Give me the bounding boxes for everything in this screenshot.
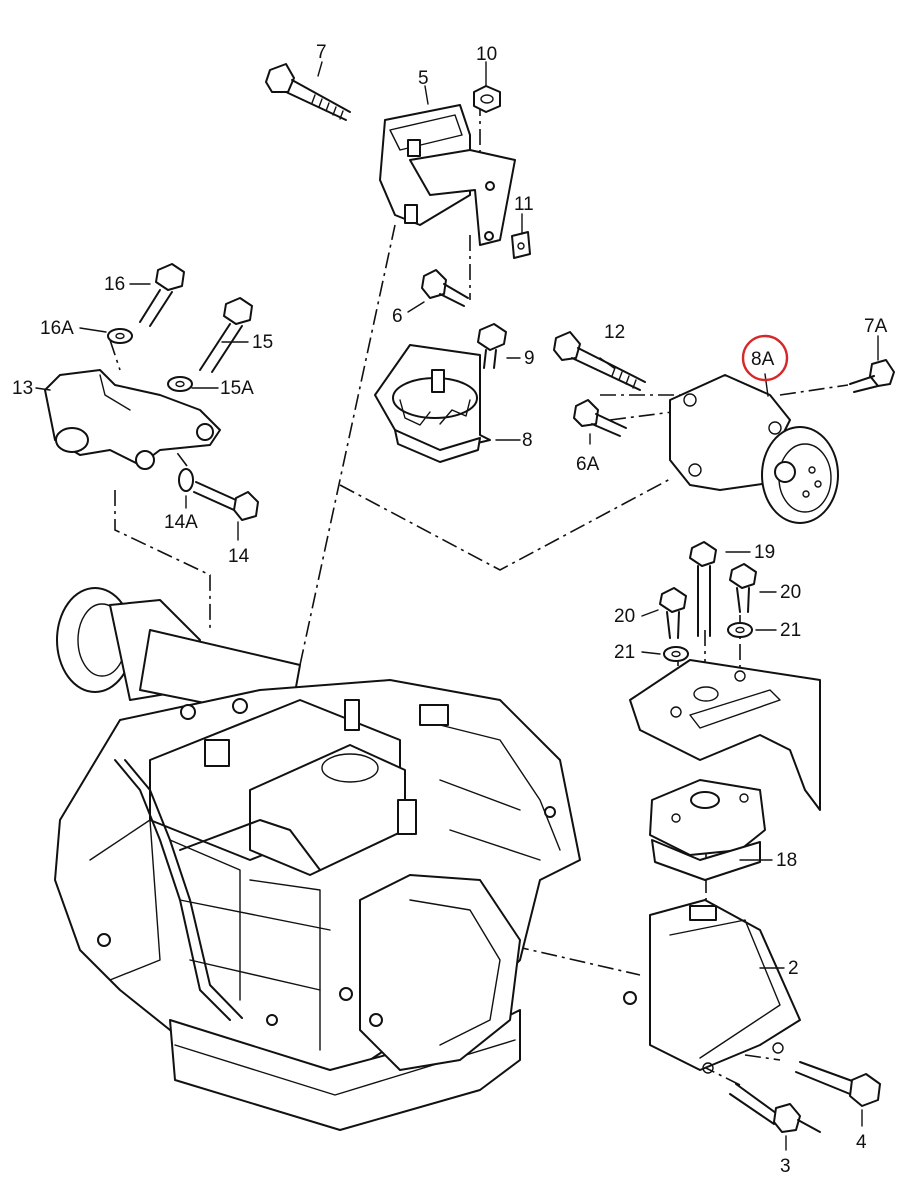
label-2: 2 — [788, 958, 799, 979]
lower-mount-bracket — [629, 659, 821, 811]
label-6: 6 — [392, 306, 403, 327]
label-19: 19 — [754, 542, 775, 563]
part-8a-side-mount — [669, 374, 839, 524]
part-3-bolt — [729, 1083, 821, 1133]
part-12-bolt — [553, 331, 646, 391]
label-21-right: 21 — [780, 620, 801, 641]
transmission-housing — [54, 587, 581, 1131]
label-8: 8 — [522, 430, 533, 451]
label-14: 14 — [228, 546, 250, 567]
label-16a: 16A — [40, 318, 74, 339]
label-20-left: 20 — [614, 606, 635, 627]
part-11-plate — [511, 231, 531, 259]
leader-lines — [35, 61, 879, 1151]
part-5-upper-bracket — [379, 104, 516, 246]
label-7a: 7A — [864, 316, 888, 337]
part-15a-washer — [167, 376, 193, 392]
part-9-bolt — [477, 323, 507, 369]
part-21-washer-right — [727, 622, 753, 638]
part-20-bolt-left — [659, 587, 687, 639]
label-14a: 14A — [164, 512, 198, 533]
part-8-upper-mount — [374, 344, 491, 463]
part-7-bolt — [265, 63, 351, 121]
label-16: 16 — [104, 274, 125, 295]
part-15-bolt — [199, 297, 253, 373]
part-2-bracket — [623, 899, 801, 1074]
label-15a: 15A — [220, 378, 254, 399]
label-3: 3 — [780, 1156, 791, 1177]
label-5: 5 — [418, 68, 429, 89]
part-6a-bolt — [573, 399, 627, 437]
part-16a-washer — [107, 328, 133, 344]
label-9: 9 — [524, 348, 535, 369]
label-6a: 6A — [576, 454, 600, 475]
part-labels: 7 5 10 11 6 9 8 12 7A 8A 6A 16 16A 15 13… — [12, 42, 888, 1177]
part-13-left-mount — [44, 369, 221, 470]
label-4: 4 — [856, 1132, 867, 1153]
part-19-bolt — [689, 541, 717, 637]
label-8a: 8A — [751, 349, 775, 370]
part-18-rubber-mount — [649, 779, 766, 881]
label-15: 15 — [252, 332, 273, 353]
label-21-left: 21 — [614, 642, 635, 663]
label-13: 13 — [12, 378, 33, 399]
part-10-nut — [473, 85, 501, 113]
label-18: 18 — [776, 850, 797, 871]
part-16-bolt — [139, 263, 185, 327]
part-6-bolt — [421, 269, 469, 307]
part-14a-washer — [178, 468, 194, 492]
part-7a-bolt — [849, 359, 895, 393]
part-14-bolt — [193, 481, 259, 521]
part-20-bolt-right — [729, 563, 757, 613]
label-12: 12 — [604, 322, 625, 343]
label-20-right: 20 — [780, 582, 801, 603]
highlight-circle-8a — [741, 334, 789, 382]
part-4-bolt — [795, 1061, 881, 1107]
part-21-washer-left — [663, 646, 689, 662]
label-11: 11 — [514, 194, 534, 215]
label-7: 7 — [316, 42, 327, 63]
label-10: 10 — [476, 44, 497, 65]
